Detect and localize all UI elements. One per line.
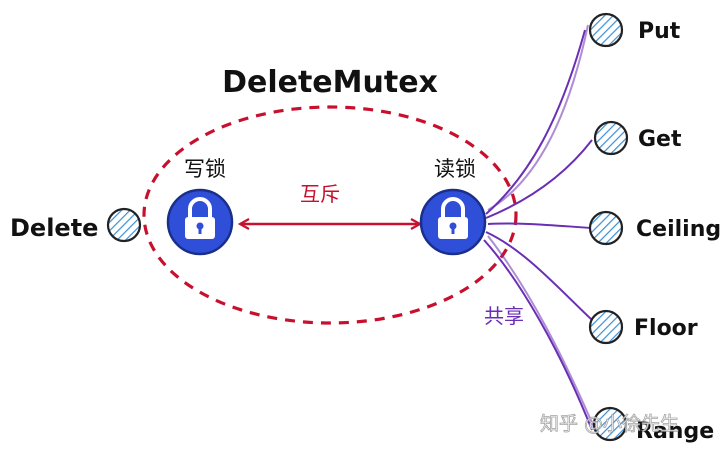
op-delete-node: [106, 207, 142, 243]
op-range-label: Range: [636, 419, 714, 444]
shared-line-get: [485, 139, 593, 219]
op-put-label: Put: [638, 19, 681, 44]
op-delete-label: Delete: [10, 214, 98, 242]
watermark: 知乎 @小徐先生: [540, 413, 679, 435]
op-put-node: [588, 12, 624, 48]
shared-line-range: [483, 239, 593, 431]
op-get-label: Get: [638, 127, 682, 152]
write-lock-label: 写锁: [184, 157, 226, 181]
shared-label: 共享: [484, 304, 524, 328]
mutex-label: 互斥: [300, 182, 340, 206]
op-range-node: [592, 406, 628, 442]
op-floor-node: [588, 309, 624, 345]
op-ceiling-label: Ceiling: [636, 217, 720, 242]
shared-lines: [483, 24, 597, 433]
diagram-title: DeleteMutex: [222, 65, 438, 100]
write-lock-icon: [166, 188, 234, 256]
shared-line-put: [485, 29, 586, 215]
op-get-node: [593, 120, 629, 156]
op-floor-label: Floor: [634, 316, 698, 341]
read-lock-label: 读锁: [434, 157, 476, 181]
read-lock-icon: [419, 188, 487, 256]
op-ceiling-node: [588, 210, 624, 246]
shared-line-ceiling: [487, 222, 593, 229]
mutex-boundary-ellipse: [142, 105, 518, 325]
shared-line-floor: [485, 231, 593, 321]
